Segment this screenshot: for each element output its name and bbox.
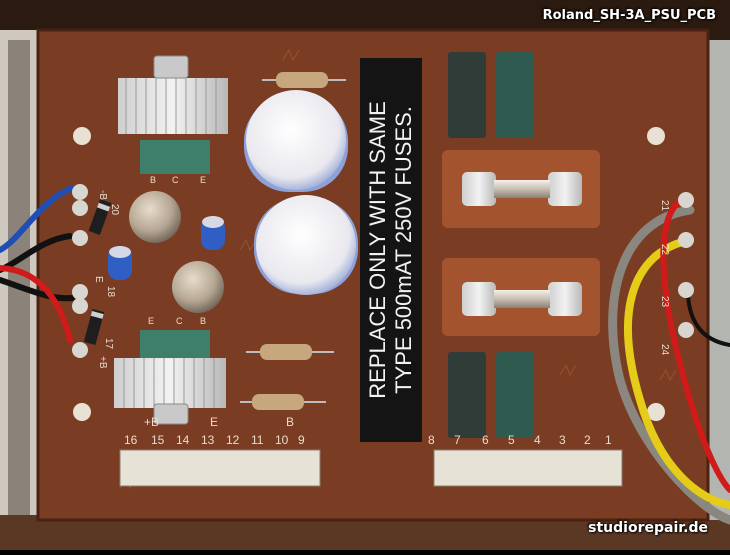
warning-line-1: REPLACE ONLY WITH SAME bbox=[365, 101, 390, 398]
group-label-plus-b: +B bbox=[144, 415, 159, 429]
image-title-caption: Roland_SH-3A_PSU_PCB bbox=[542, 8, 716, 23]
diodes bbox=[83, 198, 112, 345]
bottom-heatsink-regulator bbox=[114, 330, 226, 425]
pin-label: 12 bbox=[226, 433, 240, 447]
svg-text:E: E bbox=[200, 175, 206, 185]
small-capacitors bbox=[108, 216, 225, 280]
pin-label: 8 bbox=[428, 433, 435, 447]
svg-text:B: B bbox=[200, 316, 206, 326]
can-transistors bbox=[129, 191, 224, 313]
pin-label: 4 bbox=[534, 433, 541, 447]
group-label-b: B bbox=[286, 415, 294, 429]
pin-label: 7 bbox=[454, 433, 461, 447]
svg-text:C: C bbox=[172, 175, 179, 185]
svg-text:B: B bbox=[150, 175, 156, 185]
pin-label: 11 bbox=[251, 433, 264, 447]
image-credit-caption: studiorepair.de bbox=[588, 520, 708, 536]
group-label-e: E bbox=[210, 415, 218, 429]
pin-label: 14 bbox=[176, 433, 190, 447]
large-capacitors bbox=[244, 90, 358, 295]
transistor-pin-labels: B C E E C B bbox=[148, 175, 206, 326]
left-terminals bbox=[72, 184, 88, 358]
silkscreen-row-right: 8 7 6 5 4 3 2 1 bbox=[428, 433, 612, 447]
pin-label: 2 bbox=[584, 433, 591, 447]
right-wires bbox=[608, 193, 730, 525]
svg-text:17: 17 bbox=[103, 338, 114, 350]
fuse-warning-label: REPLACE ONLY WITH SAME TYPE 500mAT 250V … bbox=[360, 58, 422, 442]
svg-text:20: 20 bbox=[109, 204, 120, 216]
pin-label: 5 bbox=[508, 433, 515, 447]
right-terminals bbox=[678, 192, 694, 338]
left-wires bbox=[0, 185, 75, 343]
pin-label: 3 bbox=[559, 433, 566, 447]
svg-text:-B: -B bbox=[97, 190, 108, 200]
left-side-labels: -B 20 E 18 17 +B bbox=[93, 190, 120, 369]
pin-label: 10 bbox=[275, 433, 289, 447]
pin-label: 1 bbox=[605, 433, 612, 447]
fuses bbox=[442, 150, 600, 336]
connector-headers bbox=[119, 449, 623, 487]
silkscreen-row-bottom: 16 15 14 13 12 11 10 9 +B E B bbox=[124, 415, 305, 447]
svg-text:E: E bbox=[148, 316, 154, 326]
resistors bbox=[240, 72, 346, 410]
warning-line-2: TYPE 500mAT 250V FUSES. bbox=[391, 106, 416, 394]
svg-text:+B: +B bbox=[97, 356, 108, 369]
svg-text:C: C bbox=[176, 316, 183, 326]
pin-label: 6 bbox=[482, 433, 489, 447]
top-heatsink-regulator bbox=[118, 55, 228, 174]
pin-label: 13 bbox=[201, 433, 215, 447]
mounting-holes bbox=[73, 127, 665, 421]
right-side-labels: 21 22 23 24 bbox=[659, 200, 670, 356]
svg-text:E: E bbox=[93, 276, 104, 283]
svg-text:23: 23 bbox=[659, 296, 670, 308]
pin-label: 16 bbox=[124, 433, 138, 447]
svg-text:22: 22 bbox=[659, 244, 670, 256]
rectifier-blocks bbox=[448, 52, 534, 438]
svg-text:21: 21 bbox=[659, 200, 670, 212]
pin-label: 9 bbox=[298, 433, 305, 447]
pin-label: 15 bbox=[151, 433, 165, 447]
svg-text:18: 18 bbox=[105, 286, 116, 298]
svg-text:24: 24 bbox=[659, 344, 670, 356]
